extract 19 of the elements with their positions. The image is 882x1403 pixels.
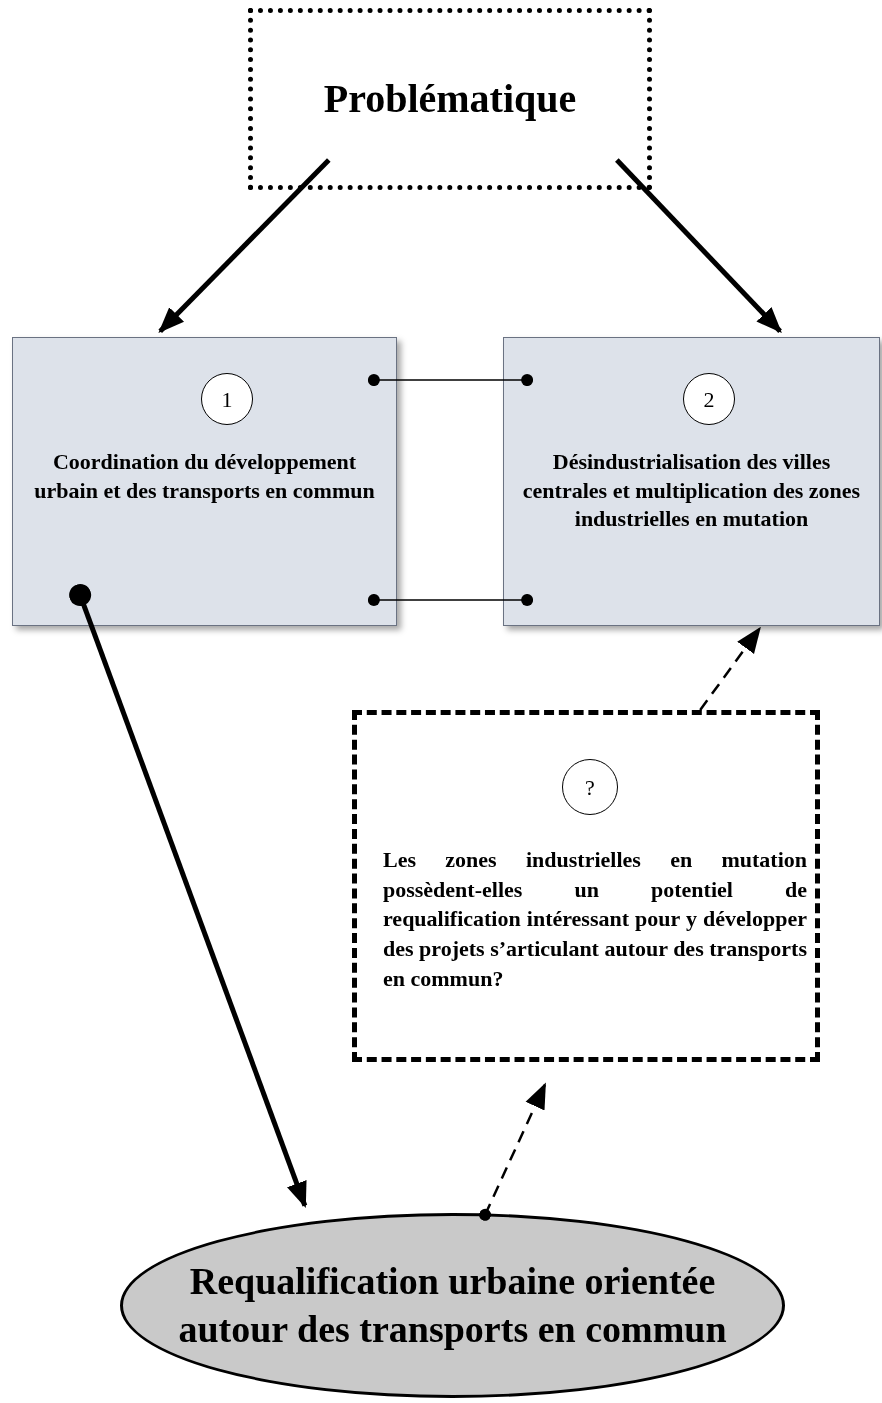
question-box (352, 710, 820, 1062)
connector-line (367, 374, 534, 387)
connector-line (367, 594, 534, 606)
box-text: Désindustrialisation des villes centrales et multiplication des zones industrielles en mutation (521, 448, 862, 534)
process-box (12, 337, 397, 626)
outcome-text: Requalification urbaine orientée autour des transports en commun (177, 1259, 728, 1352)
arrow (158, 158, 331, 334)
heading: Problématique (323, 75, 577, 123)
dashed-arrow (479, 1082, 546, 1221)
arrow (615, 158, 782, 334)
number-label: 1 (221, 385, 233, 414)
number-label: 2 (703, 385, 715, 414)
dashed-arrow (699, 626, 761, 711)
arrow (69, 584, 308, 1209)
question-text: Les zones industrielles en mutation possèdent-elles un potentiel de requalification intéressant pour y développer des projets s’articulant autour des transports en commun? (383, 846, 807, 993)
dotted-box (248, 8, 652, 190)
process-box (503, 337, 880, 626)
box-text: Coordination du développement urbain et des transports en commun (33, 448, 376, 505)
number-label: ? (585, 773, 595, 802)
